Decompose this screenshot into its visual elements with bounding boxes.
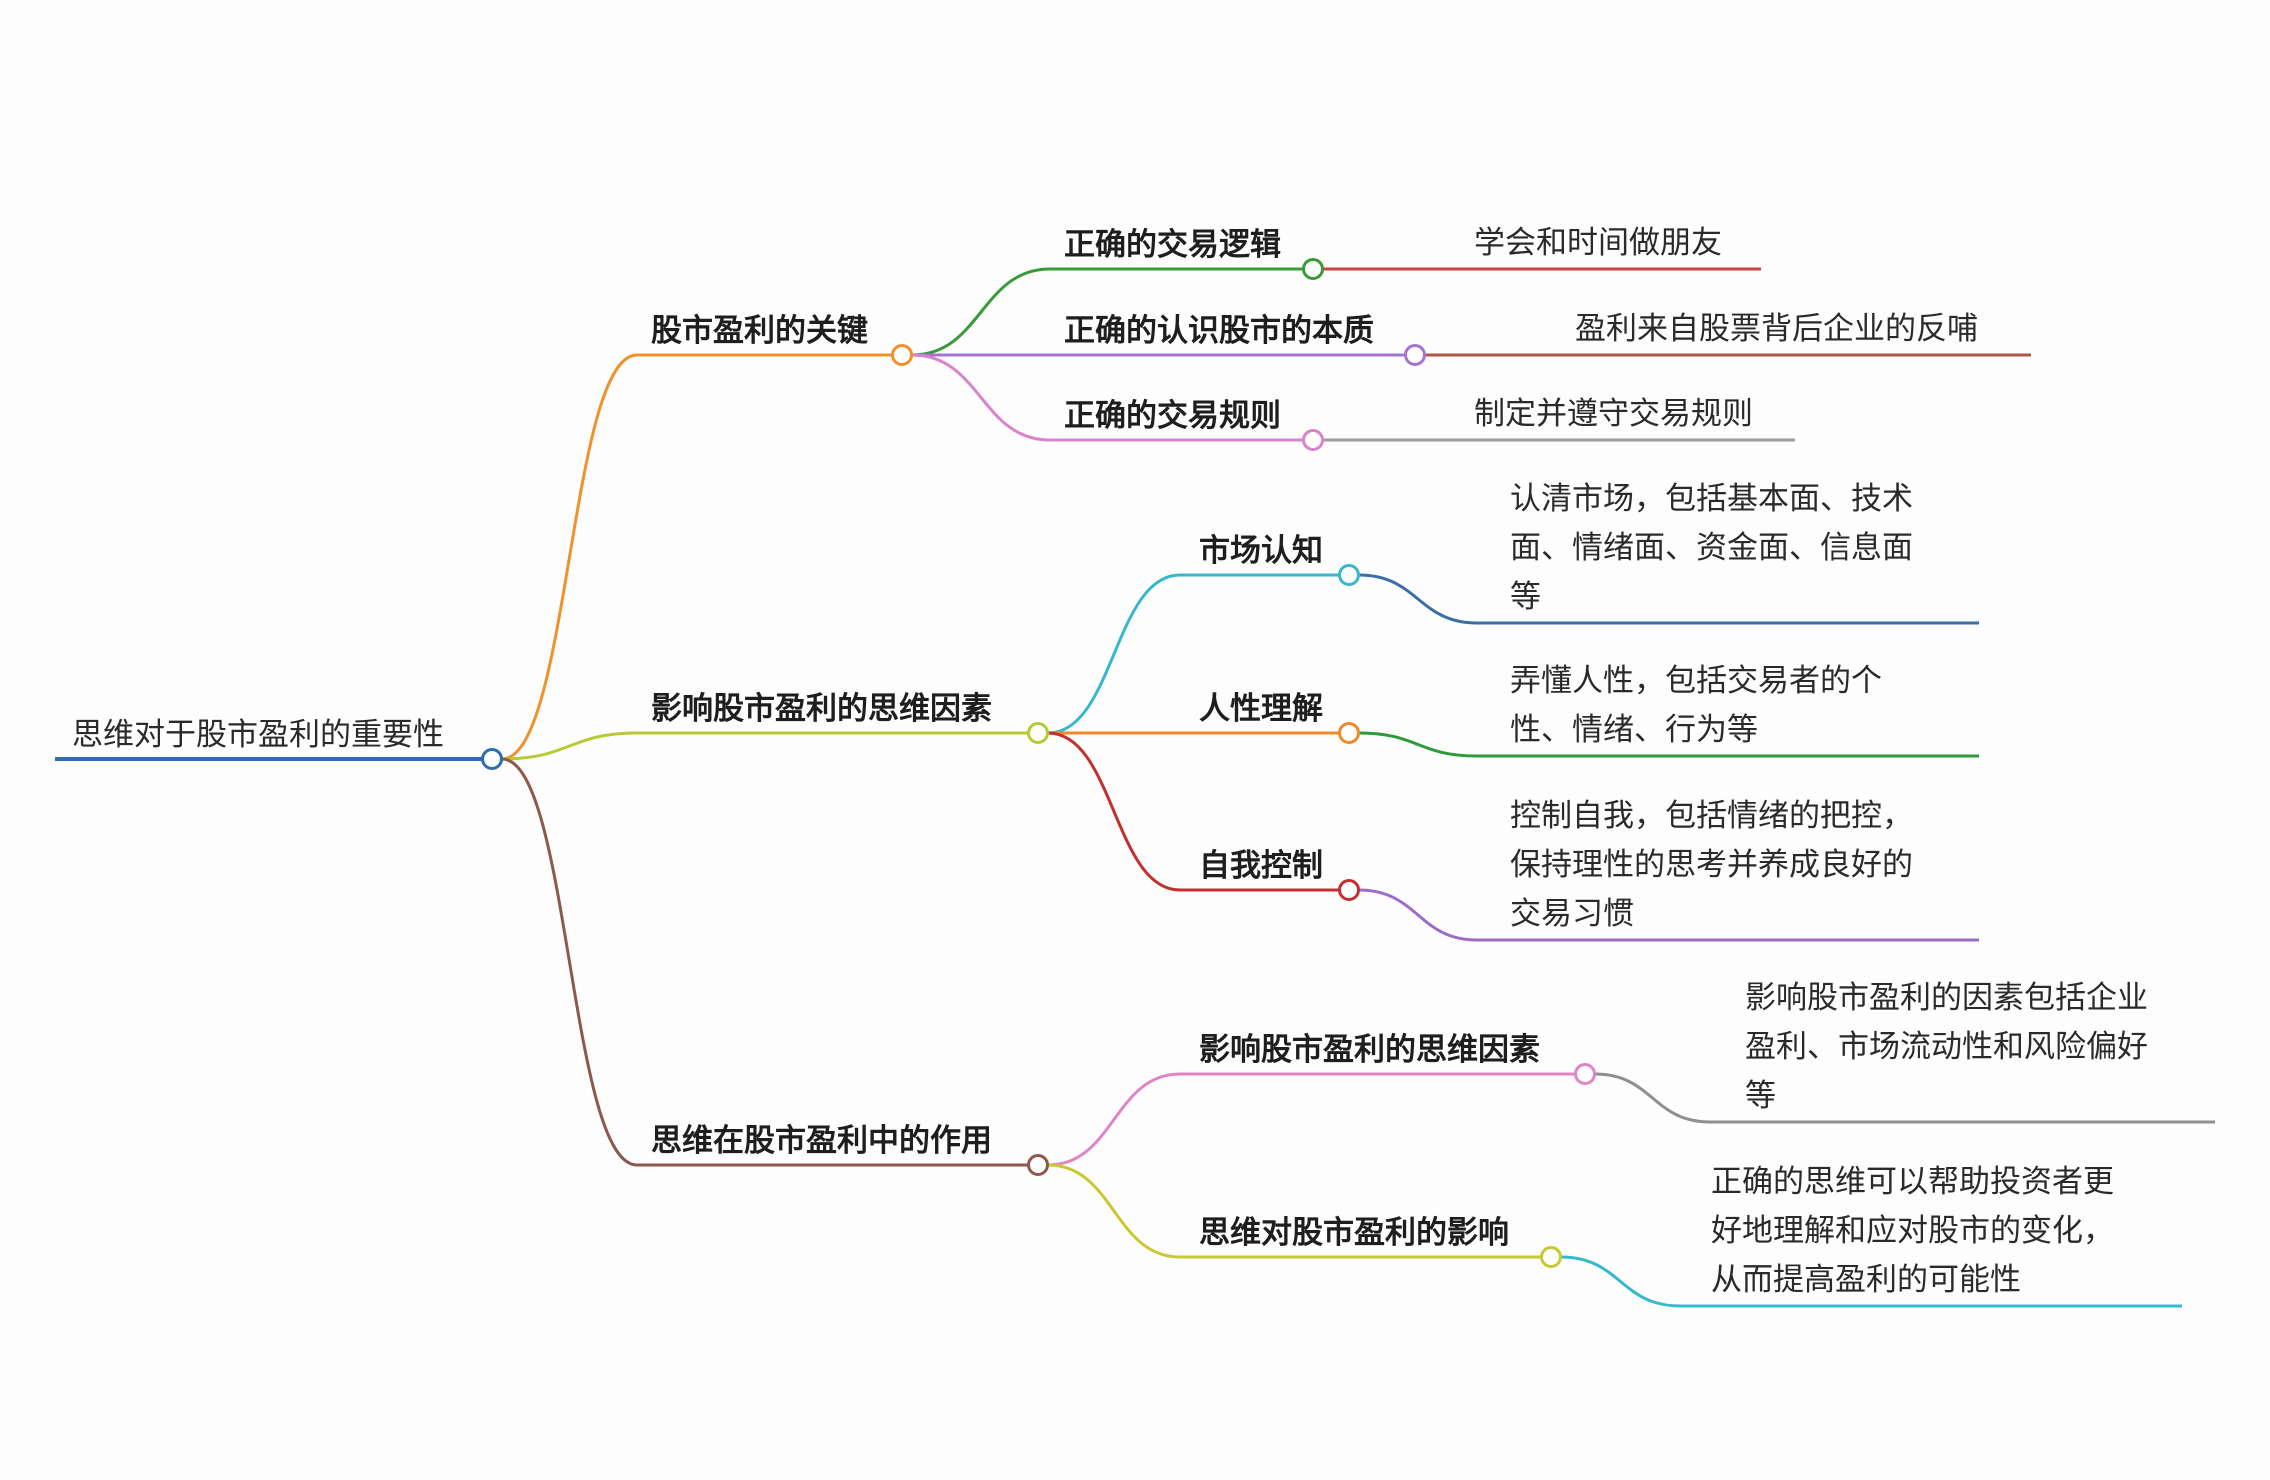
- leaf-text: 盈利来自股票背后企业的反哺: [1575, 311, 1978, 347]
- leaf-text: 盈利、市场流动性和风险偏好: [1745, 1029, 2148, 1065]
- leaf-text: 性、情绪、行为等: [1510, 712, 1758, 748]
- subtopic: 自我控制: [1199, 848, 1323, 884]
- branch-connector: [501, 757, 638, 1167]
- leaf-text: 等: [1745, 1078, 1776, 1114]
- branch-collapse-toggle[interactable]: [891, 344, 913, 366]
- leaf-connector: [1358, 573, 1478, 625]
- branch-connector: [501, 731, 638, 761]
- branch-topic: 股市盈利的关键: [651, 313, 868, 349]
- subtopic: 正确的交易规则: [1064, 398, 1281, 434]
- leaf-text: 保持理性的思考并养成良好的: [1510, 847, 1913, 883]
- leaf-text: 学会和时间做朋友: [1474, 225, 1722, 261]
- root-topic: 思维对于股市盈利的重要性: [72, 717, 444, 753]
- subtopic: 影响股市盈利的思维因素: [1199, 1032, 1540, 1068]
- subtopic-collapse-toggle[interactable]: [1338, 722, 1360, 744]
- subtopic-connector: [1047, 1163, 1181, 1259]
- branch-collapse-toggle[interactable]: [1027, 722, 1049, 744]
- subtopic-connector: [1047, 573, 1181, 735]
- leaf-connector: [1560, 1255, 1681, 1308]
- leaf-text: 交易习惯: [1510, 896, 1634, 932]
- subtopic: 正确的交易逻辑: [1064, 227, 1281, 263]
- leaf-text: 面、情绪面、资金面、信息面: [1510, 530, 1913, 566]
- leaf-connector: [1594, 1072, 1711, 1124]
- subtopic-collapse-toggle[interactable]: [1302, 258, 1324, 280]
- subtopic-connector: [911, 267, 1051, 357]
- leaf-text: 影响股市盈利的因素包括企业: [1745, 980, 2148, 1016]
- branch-topic: 思维在股市盈利中的作用: [651, 1123, 992, 1159]
- subtopic-collapse-toggle[interactable]: [1338, 879, 1360, 901]
- leaf-text: 制定并遵守交易规则: [1474, 396, 1753, 432]
- root-collapse-toggle[interactable]: [481, 748, 503, 770]
- subtopic: 正确的认识股市的本质: [1064, 313, 1374, 349]
- subtopic-collapse-toggle[interactable]: [1540, 1246, 1562, 1268]
- leaf-text: 弄懂人性，包括交易者的个: [1510, 663, 1882, 699]
- leaf-text: 从而提高盈利的可能性: [1711, 1262, 2021, 1298]
- subtopic: 人性理解: [1199, 691, 1323, 727]
- subtopic-connector: [911, 353, 1051, 442]
- subtopic-connector: [1047, 1072, 1181, 1167]
- branch-collapse-toggle[interactable]: [1027, 1154, 1049, 1176]
- subtopic-collapse-toggle[interactable]: [1302, 429, 1324, 451]
- leaf-connector: [1358, 731, 1478, 758]
- leaf-connector: [1358, 888, 1478, 942]
- subtopic-connector: [1047, 731, 1181, 892]
- leaf-text: 控制自我，包括情绪的把控，: [1510, 798, 1913, 834]
- branch-connector: [501, 353, 638, 761]
- leaf-text: 等: [1510, 579, 1541, 615]
- subtopic: 市场认知: [1199, 533, 1323, 569]
- subtopic-collapse-toggle[interactable]: [1574, 1063, 1596, 1085]
- leaf-text: 好地理解和应对股市的变化，: [1711, 1213, 2114, 1249]
- branch-topic: 影响股市盈利的思维因素: [651, 691, 992, 727]
- subtopic: 思维对股市盈利的影响: [1199, 1215, 1509, 1251]
- leaf-text: 认清市场，包括基本面、技术: [1510, 481, 1913, 517]
- subtopic-collapse-toggle[interactable]: [1338, 564, 1360, 586]
- subtopic-collapse-toggle[interactable]: [1404, 344, 1426, 366]
- leaf-text: 正确的思维可以帮助投资者更: [1711, 1164, 2114, 1200]
